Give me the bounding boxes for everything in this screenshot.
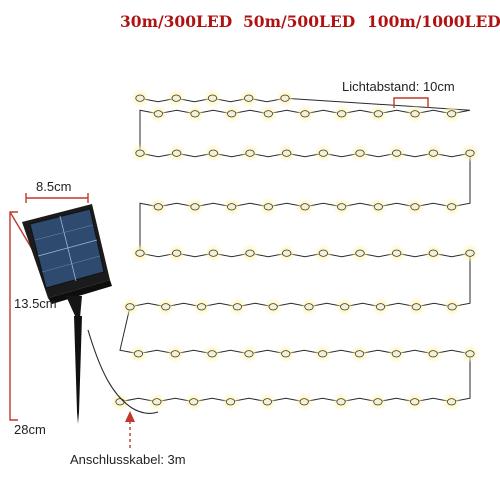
led-bulb [428,249,438,257]
led-bulb [232,303,242,311]
led-bulb [153,203,163,211]
led-bulb [410,398,420,406]
led-bulb [152,398,162,406]
led-bulb [392,249,402,257]
led-bulb [268,303,278,311]
led-bulb [208,149,218,157]
led-bulb [161,303,171,311]
variant-label-30m: 30m/300LED [120,12,233,31]
led-bulb [300,203,310,211]
led-bulb [282,249,292,257]
led-bulb [410,203,420,211]
led-bulbs [111,89,479,411]
led-bulb [244,94,254,102]
led-bulb [245,249,255,257]
led-bulb [446,398,457,406]
led-bulb [135,94,145,102]
led-bulb [133,350,144,358]
led-bulb [280,94,290,102]
led-bulb [153,110,163,118]
led-bulb [465,350,475,358]
led-bulb [354,350,365,358]
led-bulb [125,303,135,311]
panel-height-label: 13.5cm [14,296,57,311]
led-bulb [208,249,218,257]
led-bulb [375,303,386,311]
led-bulb [304,303,314,311]
led-bulb [300,110,310,118]
led-bulb [115,398,125,406]
led-bulb [337,110,347,118]
led-bulb [447,203,457,211]
panel-width-marker [25,193,89,203]
led-bulb [282,149,292,157]
light-spacing-bracket [393,97,429,108]
led-bulb [428,350,438,358]
led-bulb [299,398,309,406]
led-bulb [190,110,200,118]
led-bulb [190,203,200,211]
connection-cable-label: Anschlusskabel: 3m [70,452,186,467]
solar-panel [22,204,112,304]
led-bulb [336,398,346,406]
connection-cable [87,329,159,414]
panel-width-label: 8.5cm [36,179,72,194]
led-bulb [189,398,199,406]
led-bulb [281,350,291,358]
led-bulb [447,110,457,118]
led-bulb [135,149,145,157]
led-bulb [244,350,254,358]
light-spacing-label: Lichtabstand: 10cm [342,79,455,94]
led-bulb [263,110,273,118]
led-bulb [262,398,272,406]
variant-label-100m: 100m/1000LED [367,12,500,31]
led-bulb [428,149,438,157]
led-bulb [465,149,475,157]
led-bulb [318,350,328,358]
led-bulb [373,203,383,211]
led-bulb [411,303,421,311]
led-bulb [170,350,180,358]
led-bulb [172,249,182,257]
led-bulb [391,350,401,358]
led-bulb [465,249,475,257]
led-bulb [355,149,365,157]
led-bulb [135,249,145,257]
led-bulb [373,398,383,406]
led-bulb [355,249,365,257]
led-bulb [340,303,350,311]
led-bulb [196,303,207,311]
led-bulb [373,110,383,118]
led-bulb [263,203,273,211]
led-bulb [410,110,420,118]
led-bulb [227,203,237,211]
stake-height-label: 28cm [14,422,46,437]
led-bulb [318,249,328,257]
led-bulb [225,398,236,406]
cable-arrow [125,411,135,448]
ground-stake [66,296,82,424]
led-bulb [171,94,181,102]
led-bulb [172,149,182,157]
led-bulb [447,303,457,311]
led-bulb [207,350,217,358]
led-bulb [318,149,328,157]
variant-label-50m: 50m/500LED [243,12,356,31]
led-bulb [337,203,347,211]
led-bulb [245,149,255,157]
led-bulb [227,110,237,118]
led-bulb [392,149,402,157]
led-bulb [207,94,218,102]
